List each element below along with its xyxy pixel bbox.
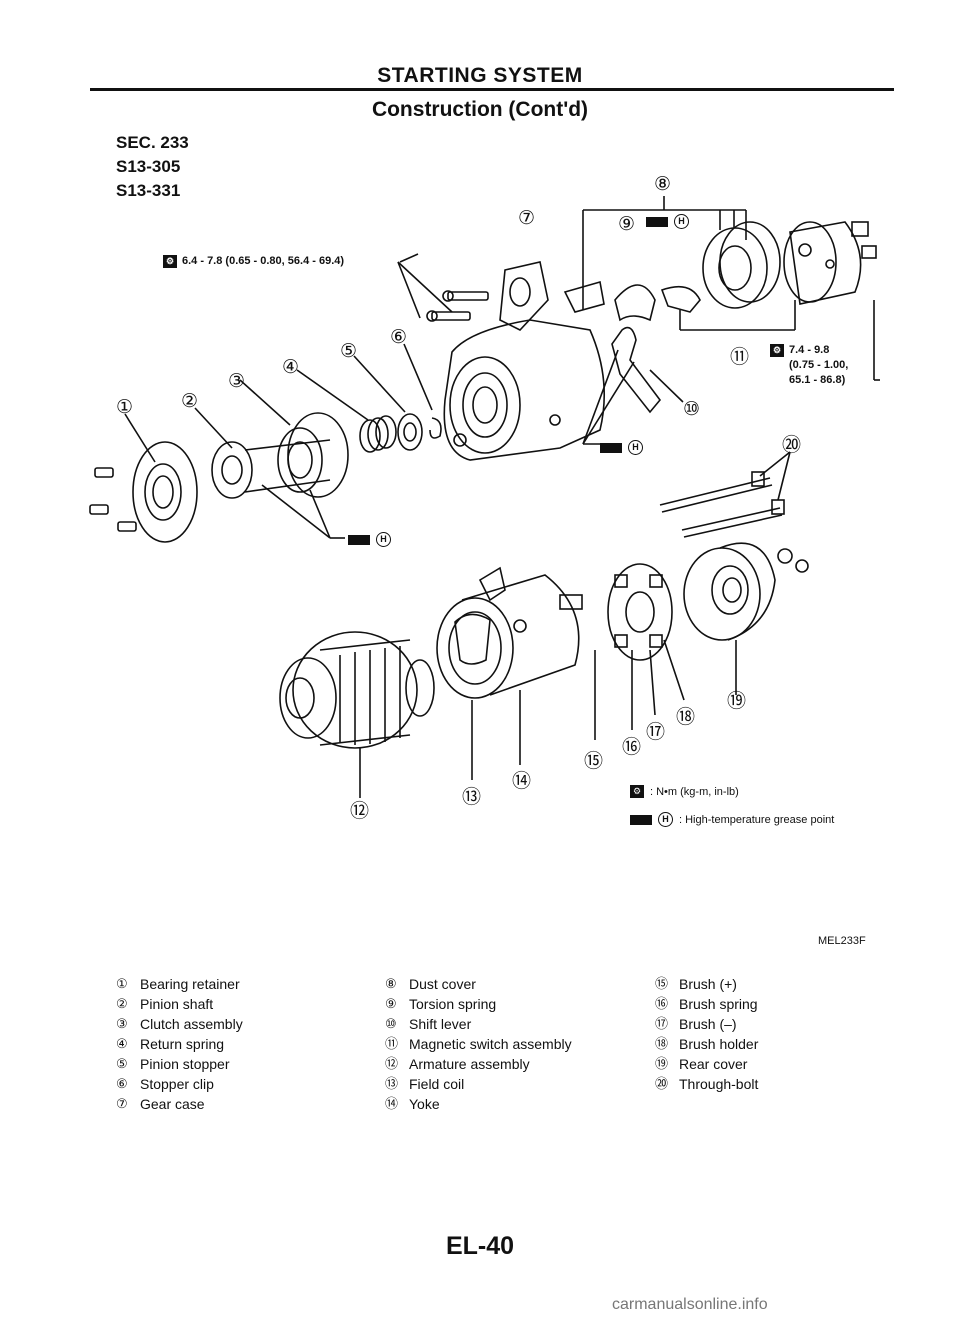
section-ref-sec: SEC. 233 bbox=[116, 133, 189, 152]
callout-17: ⑰ bbox=[646, 722, 666, 743]
callout-13: ⑬ bbox=[462, 787, 482, 808]
bearing-retainer-part bbox=[89, 413, 198, 543]
torque-wrench-icon: ⚙ bbox=[770, 344, 784, 357]
callout-18: ⑱ bbox=[676, 707, 696, 728]
grease-marker-dust-cover: H bbox=[646, 214, 689, 229]
header-rule bbox=[90, 88, 894, 91]
dust-cover-bracket bbox=[563, 196, 747, 322]
section-ref-s13-305: S13-305 bbox=[116, 157, 181, 176]
grease-h-icon: H bbox=[658, 812, 673, 827]
callout-1: ① bbox=[116, 397, 134, 418]
callout-2: ② bbox=[181, 391, 199, 412]
gear-case-part bbox=[443, 261, 606, 461]
grease-box-icon bbox=[348, 534, 370, 545]
brush-holder-part bbox=[594, 563, 685, 740]
armature-part bbox=[279, 631, 435, 798]
page-subtitle: Construction (Cont'd) bbox=[371, 98, 589, 121]
page-number: EL-40 bbox=[445, 1232, 515, 1260]
callout-20: ⑳ bbox=[782, 435, 802, 456]
callout-11: ⑪ bbox=[730, 347, 750, 368]
torque-wrench-icon: ⚙ bbox=[630, 785, 644, 798]
callout-8: ⑧ bbox=[654, 174, 672, 195]
shift-lever-part bbox=[582, 326, 684, 445]
callout-15: ⑮ bbox=[584, 751, 604, 772]
pinion-clutch-part bbox=[194, 379, 349, 539]
grease-marker-shift-lever: H bbox=[600, 440, 643, 455]
torque-spec-magnetic-switch: ⚙7.4 - 9.8 (0.75 - 1.00, 65.1 - 86.8) bbox=[770, 343, 848, 388]
grease-box-icon bbox=[600, 442, 622, 453]
gear-case-bolts bbox=[397, 261, 489, 322]
callout-10: ⑩ bbox=[683, 399, 701, 420]
grease-marker-pinion: H bbox=[348, 532, 391, 547]
callout-12: ⑫ bbox=[350, 801, 370, 822]
callout-14: ⑭ bbox=[512, 771, 532, 792]
grease-h-icon: H bbox=[674, 214, 689, 229]
rear-cover-part bbox=[683, 542, 809, 695]
through-bolts-part bbox=[659, 451, 791, 538]
callout-5: ⑤ bbox=[340, 341, 358, 362]
callout-9: ⑨ bbox=[618, 214, 636, 235]
callout-16: ⑯ bbox=[622, 737, 642, 758]
figure-reference: MEL233F bbox=[818, 935, 866, 947]
magnetic-switch-part bbox=[679, 221, 877, 331]
callout-3: ③ bbox=[228, 371, 246, 392]
grease-h-icon: H bbox=[628, 440, 643, 455]
grease-box-icon bbox=[630, 814, 652, 825]
callout-19: ⑲ bbox=[727, 691, 747, 712]
watermark: carmanualsonline.info bbox=[612, 1296, 768, 1313]
spring-stopper-clip bbox=[296, 343, 442, 453]
key-grease-point: H : High-temperature grease point bbox=[630, 812, 834, 827]
starter-exploded-diagram bbox=[89, 196, 880, 798]
yoke-field-coil-part bbox=[436, 566, 583, 780]
key-torque-unit: ⚙ : N•m (kg-m, in-lb) bbox=[630, 785, 739, 798]
callout-6: ⑥ bbox=[390, 327, 408, 348]
callout-4: ④ bbox=[282, 357, 300, 378]
torque-wrench-icon: ⚙ bbox=[163, 255, 177, 268]
grease-h-icon: H bbox=[376, 532, 391, 547]
callout-7: ⑦ bbox=[518, 208, 536, 229]
page-title: STARTING SYSTEM bbox=[377, 64, 583, 87]
grease-box-icon bbox=[646, 216, 668, 227]
section-ref-s13-331: S13-331 bbox=[116, 181, 181, 200]
torque-spec-gear-case-bolts: ⚙ 6.4 - 7.8 (0.65 - 0.80, 56.4 - 69.4) bbox=[163, 254, 344, 269]
